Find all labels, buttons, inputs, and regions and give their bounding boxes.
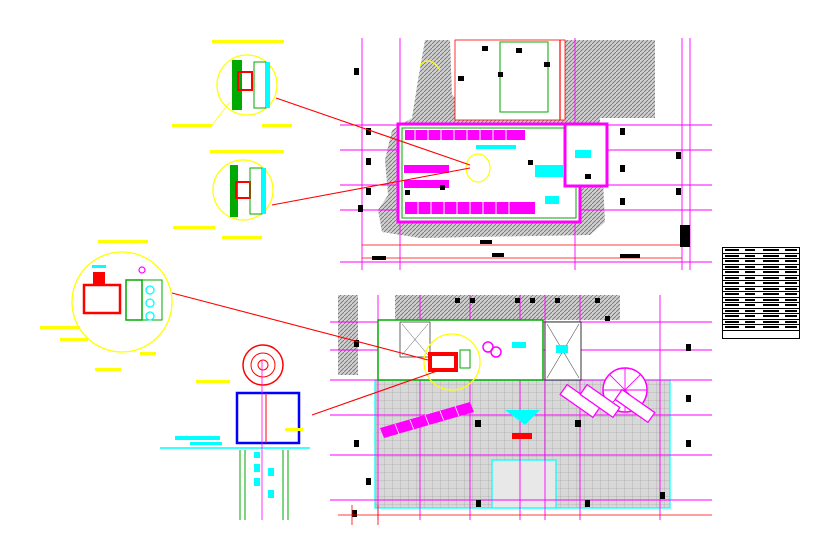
elevation-detail — [160, 344, 310, 520]
schedule-row — [723, 248, 799, 254]
detail-callout-lower — [40, 240, 173, 371]
schedule-row — [723, 265, 799, 270]
schedule-row — [723, 287, 799, 292]
schedule-row — [723, 292, 799, 298]
schedule-table — [722, 247, 800, 339]
detail-callout-middle — [173, 150, 284, 239]
schedule-row — [723, 254, 799, 259]
schedule-row — [723, 281, 799, 287]
terrain-hatch-lower — [395, 295, 620, 320]
schedule-row — [723, 259, 799, 265]
schedule-row — [723, 298, 799, 303]
schedule-row — [723, 325, 799, 331]
schedule-row — [723, 276, 799, 281]
floor-plan-lower — [330, 295, 712, 525]
callout-leaders — [171, 97, 471, 416]
schedule-row — [723, 270, 799, 276]
schedule-row — [723, 309, 799, 314]
schedule-row — [723, 303, 799, 309]
schedule-row — [723, 314, 799, 320]
schedule-row — [723, 320, 799, 325]
detail-callout-top — [172, 40, 292, 127]
floor-plan-upper — [340, 38, 712, 270]
